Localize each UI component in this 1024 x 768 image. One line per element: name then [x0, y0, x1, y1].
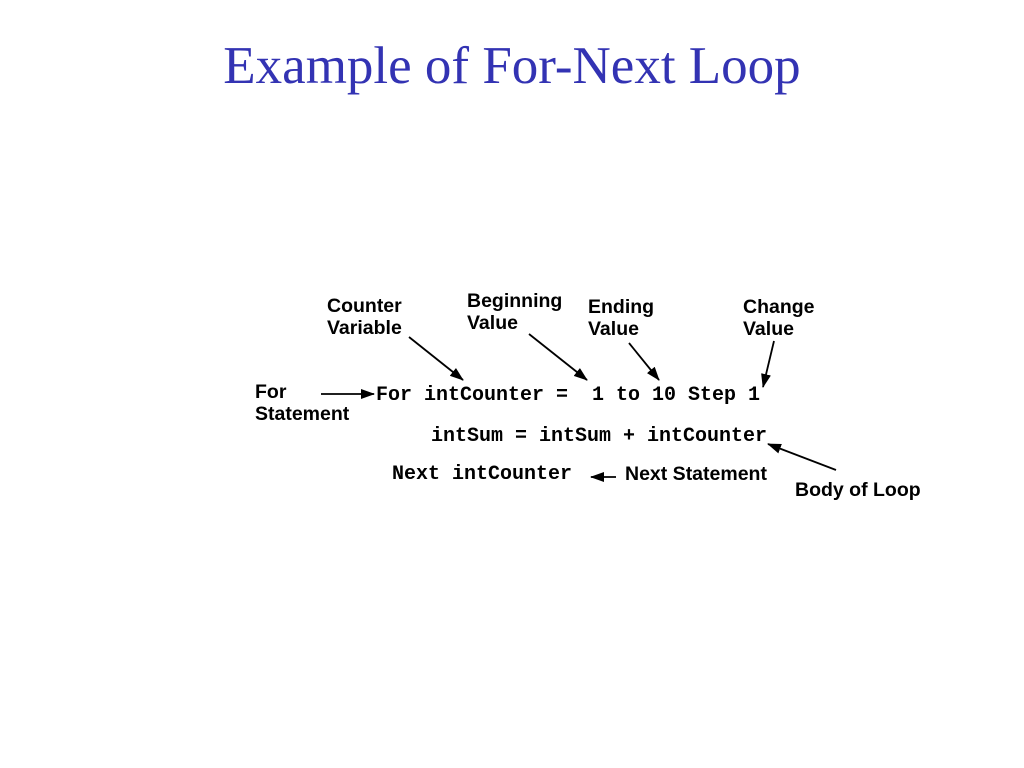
label-change-value: Change Value [743, 296, 815, 340]
label-ending-value-line2: Value [588, 318, 639, 340]
label-beginning-value-line2: Value [467, 312, 518, 334]
arrow-ending-value [628, 342, 660, 381]
code-line-for-statement: For intCounter = 1 to 10 Step 1 [376, 384, 761, 407]
label-next-statement: Next Statement [625, 463, 767, 485]
label-beginning-value: Beginning Value [467, 290, 562, 334]
label-change-value-line1: Change [743, 296, 815, 318]
label-beginning-value-line1: Beginning [467, 290, 563, 312]
label-counter-variable-line1: Counter [327, 295, 402, 317]
arrow-change-value [761, 340, 775, 388]
label-next-statement-text: Next Statement [625, 463, 767, 485]
label-for-statement-line2: Statement [255, 403, 350, 425]
label-body-of-loop-text: Body of Loop [795, 479, 921, 501]
arrow-body-of-loop [767, 443, 837, 471]
label-ending-value-line1: Ending [588, 296, 655, 318]
code-line-loop-body: intSum = intSum + intCounter [431, 425, 768, 448]
label-change-value-line2: Value [743, 318, 794, 340]
label-counter-variable-line2: Variable [327, 317, 402, 339]
code-line-next-statement: Next intCounter [392, 463, 573, 486]
label-body-of-loop: Body of Loop [795, 479, 921, 501]
label-for-statement-line1: For [255, 381, 287, 403]
page-title: Example of For-Next Loop [223, 37, 801, 95]
label-ending-value: Ending Value [588, 296, 654, 340]
arrow-counter-variable [408, 336, 464, 381]
arrow-beginning-value [528, 333, 588, 381]
label-counter-variable: Counter Variable [327, 295, 402, 339]
label-for-statement: For Statement [255, 381, 349, 425]
